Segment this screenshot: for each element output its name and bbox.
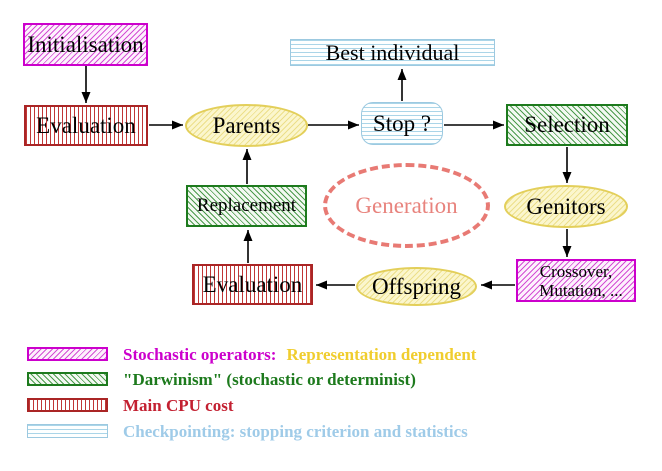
node-evaluation-top: Evaluation — [24, 105, 148, 146]
node-offspring: Offspring — [356, 267, 477, 306]
node-replacement-label: Replacement — [196, 195, 297, 216]
legend-item-darwinism: "Darwinism" (stochastic or determinist) — [123, 370, 416, 390]
node-genitors-label: Genitors — [526, 193, 606, 219]
node-replacement: Replacement — [186, 185, 307, 227]
legend-label-main-cpu-cost: Main CPU cost — [123, 396, 234, 415]
legend-swatch-darwinism — [27, 372, 108, 386]
node-evaluation-bottom: Evaluation — [192, 264, 313, 305]
legend-item-main-cpu-cost: Main CPU cost — [123, 396, 233, 416]
node-best-individual: Best individual — [290, 39, 495, 66]
legend-label-darwinism: "Darwinism" (stochastic or determinist) — [123, 370, 416, 389]
legend-label-checkpointing: Checkpointing: stopping criterion and st… — [123, 422, 468, 441]
legend-swatch-stochastic-operators — [27, 347, 108, 361]
mutation-line: Mutation, ... — [539, 280, 623, 300]
node-selection-label: Selection — [524, 112, 610, 137]
node-parents: Parents — [185, 104, 308, 147]
legend-item-checkpointing: Checkpointing: stopping criterion and st… — [123, 422, 468, 442]
legend-label-representation-dependent: Representation dependent — [286, 345, 477, 364]
node-initialisation-label: Initialisation — [27, 31, 144, 57]
node-evaluation-top-label: Evaluation — [36, 112, 136, 138]
node-parents-label: Parents — [212, 112, 281, 138]
legend-swatch-main-cpu-cost — [27, 398, 108, 412]
node-genitors: Genitors — [504, 185, 628, 228]
node-best-individual-label: Best individual — [325, 39, 460, 65]
node-crossover-mutation-label: Crossover, Mutation, ... — [529, 262, 623, 300]
crossover-line: Crossover, — [539, 261, 613, 281]
legend-item-stochastic-operators: Stochastic operators: Representation depe… — [123, 345, 476, 365]
node-stop: Stop ? — [361, 102, 443, 145]
legend-swatch-checkpointing — [27, 424, 108, 438]
node-offspring-label: Offspring — [371, 273, 461, 299]
node-initialisation: Initialisation — [23, 23, 148, 66]
node-crossover-mutation: Crossover, Mutation, ... — [516, 259, 636, 302]
node-generation-label: Generation — [355, 192, 458, 218]
node-evaluation-bottom-label: Evaluation — [202, 271, 303, 297]
node-generation-cycle: Generation — [323, 163, 490, 248]
node-selection: Selection — [506, 104, 628, 146]
legend-label-stochastic-operators: Stochastic operators: — [123, 345, 277, 364]
node-stop-label: Stop ? — [372, 110, 432, 136]
